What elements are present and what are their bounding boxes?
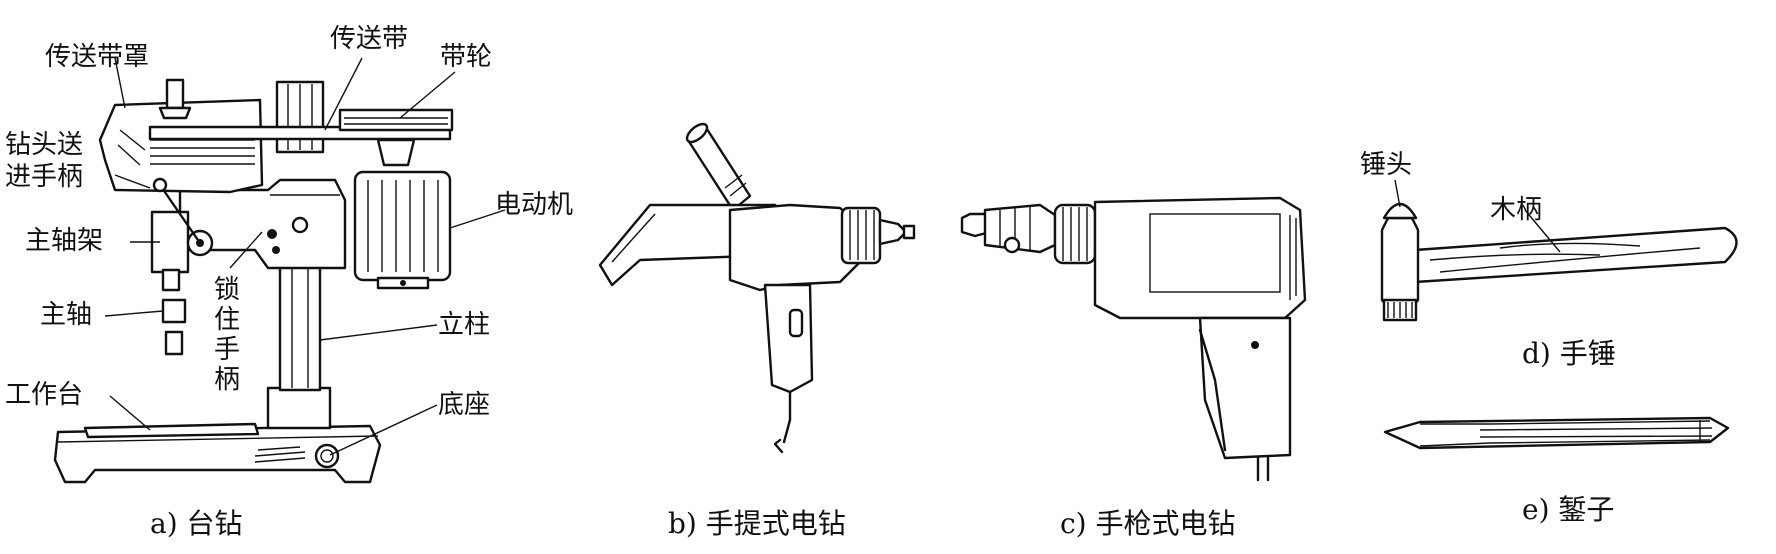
column xyxy=(278,260,322,392)
portable-drill-figure xyxy=(598,122,916,454)
pistol-drill-body xyxy=(1093,196,1307,320)
worktable xyxy=(83,422,260,439)
label-feed-handle-2: 进手柄 xyxy=(5,162,84,192)
label-motor: 电动机 xyxy=(495,190,574,220)
label-spindle: 主轴 xyxy=(40,300,93,330)
portable-drill-body xyxy=(728,203,862,292)
label-lock-handle: 锁住手柄 xyxy=(213,275,240,395)
label-belt: 传送带 xyxy=(330,24,409,54)
label-base: 底座 xyxy=(438,390,491,420)
caption-a: a) 台钻 xyxy=(150,507,243,540)
bench-drill-figure xyxy=(53,57,506,484)
label-feed-handle-1: 钻头送 xyxy=(5,130,84,160)
feed-handle xyxy=(158,183,202,245)
leader-lines-a xyxy=(104,57,506,456)
label-belt-cover: 传送带罩 xyxy=(45,42,150,72)
label-worktable: 工作台 xyxy=(5,380,84,410)
drill-head xyxy=(178,178,347,270)
electric-motor xyxy=(353,170,452,282)
caption-e: e) 錾子 xyxy=(1522,493,1615,526)
chisel-figure xyxy=(1383,416,1730,450)
hammer-head xyxy=(1380,216,1420,312)
caption-b: b) 手提式电钻 xyxy=(668,507,846,540)
belt-cover xyxy=(98,98,264,194)
caption-d: d) 手锤 xyxy=(1522,337,1616,370)
label-spindle-frame: 主轴架 xyxy=(25,226,104,256)
label-hammer-head: 锤头 xyxy=(1360,150,1413,180)
spindle xyxy=(161,298,187,324)
pulley xyxy=(338,108,454,132)
hammer-figure xyxy=(1380,179,1738,322)
label-wood-handle: 木柄 xyxy=(1490,195,1543,225)
pistol-drill-figure xyxy=(960,196,1307,482)
label-pulley: 带轮 xyxy=(440,42,493,72)
label-column: 立柱 xyxy=(438,310,491,340)
caption-c: c) 手枪式电钻 xyxy=(1060,507,1236,540)
